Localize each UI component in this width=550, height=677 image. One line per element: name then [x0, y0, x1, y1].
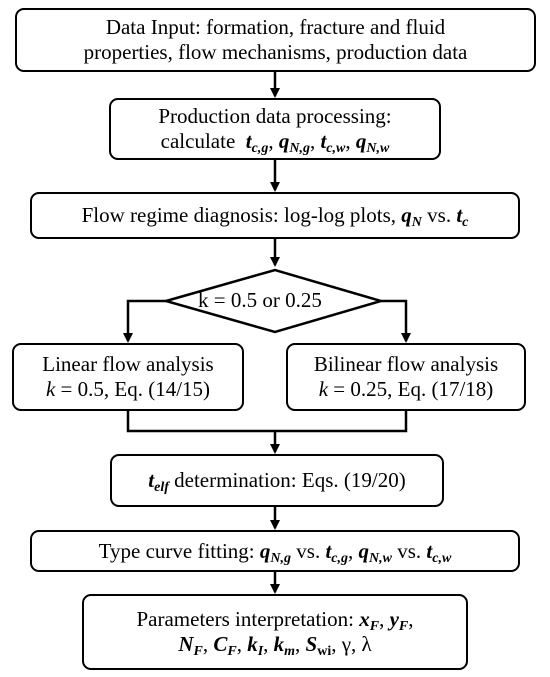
linear-flow-box: Linear flow analysis k = 0.5, Eq. (14/15…: [12, 343, 244, 411]
diagnosis-box: Flow regime diagnosis: log-log plots, qN…: [30, 192, 520, 239]
var-CF: CF: [213, 632, 237, 659]
linear-line2: k = 0.5, Eq. (14/15): [46, 377, 210, 402]
bilinear-eq: = 0.25, Eq. (17/18): [328, 377, 494, 401]
data-input-line1: Data Input: formation, fracture and flui…: [105, 15, 446, 39]
var-NF: NF: [178, 632, 203, 659]
var-tcw: tc,w: [320, 129, 346, 156]
var-tc: tc: [456, 203, 469, 230]
linear-eq: = 0.5, Eq. (14/15): [55, 377, 211, 401]
var-kI: kI: [247, 632, 264, 659]
var-telf: telf: [148, 468, 169, 495]
fitting-text: Type curve fitting:: [98, 538, 255, 563]
decision-diamond: [161, 268, 386, 334]
linear-line1: Linear flow analysis: [42, 352, 214, 376]
var-tcw-fit: tc,w: [426, 538, 452, 566]
params-line2: NF, CF, kI, km, Swi, γ, λ: [178, 632, 372, 659]
processing-box: Production data processing: calculate tc…: [109, 98, 441, 160]
diagnosis-vs: vs.: [427, 203, 452, 227]
var-lambda: λ: [361, 632, 372, 656]
params-text: Parameters interpretation:: [136, 607, 354, 631]
var-Swi: Swi: [305, 632, 332, 659]
var-gamma: γ: [341, 632, 351, 656]
var-km: km: [273, 632, 296, 659]
bilinear-line1: Bilinear flow analysis: [313, 352, 499, 376]
var-tcg: tc,g: [245, 129, 269, 156]
processing-line1: Production data processing:: [158, 104, 392, 128]
var-qNw: qN,w: [355, 129, 390, 156]
arrow-decision-to-linear: [123, 299, 166, 343]
merge-line: [126, 411, 408, 433]
var-qNw-fit: qN,w: [358, 538, 392, 566]
data-input-box: Data Input: formation, fracture and flui…: [15, 8, 536, 72]
var-qNg-fit: qN,g: [259, 538, 292, 566]
data-input-line2: properties, flow mechanisms, production …: [83, 40, 468, 64]
diagnosis-text: Flow regime diagnosis: log-log plots,: [81, 203, 397, 227]
bilinear-flow-box: Bilinear flow analysis k = 0.25, Eq. (17…: [286, 343, 526, 411]
fitting-box: Type curve fitting: qN,g vs. tc,g, qN,w …: [30, 530, 520, 572]
var-qNg: qN,g: [278, 129, 310, 156]
diagnosis-line: Flow regime diagnosis: log-log plots, qN…: [81, 203, 469, 230]
decision-label: k = 0.5 or 0.25: [198, 288, 322, 312]
var-xF: xF: [359, 607, 380, 634]
telf-box: telf determination: Eqs. (19/20): [110, 454, 444, 507]
telf-line: telf determination: Eqs. (19/20): [148, 468, 406, 495]
var-tcg-fit: tc,g: [325, 538, 349, 566]
fitting-vs1: vs.: [296, 538, 321, 563]
params-box: Parameters interpretation: xF, yF, NF, C…: [82, 594, 468, 670]
arrow-decision-to-bilinear: [381, 299, 411, 343]
processing-line2: calculate tc,g, qN,g, tc,w, qN,w: [160, 129, 390, 156]
fitting-vs2: vs.: [397, 538, 422, 563]
var-qN: qN: [401, 203, 422, 230]
var-yF: yF: [389, 607, 409, 634]
params-line1: Parameters interpretation: xF, yF,: [136, 607, 414, 634]
fitting-line: Type curve fitting: qN,g vs. tc,g, qN,w …: [98, 538, 452, 566]
bilinear-line2: k = 0.25, Eq. (17/18): [319, 377, 494, 402]
bilinear-k: k: [318, 377, 329, 401]
processing-calculate-label: calculate: [160, 129, 236, 153]
telf-text: determination: Eqs. (19/20): [168, 468, 406, 492]
linear-k: k: [45, 377, 56, 401]
